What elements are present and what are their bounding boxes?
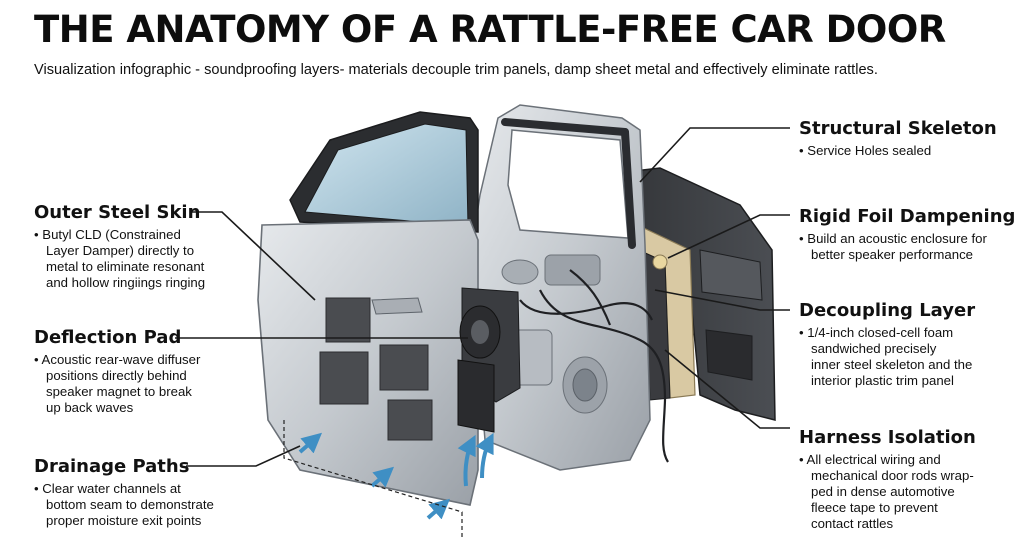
- callout-line: Layer Damper) directly to: [46, 243, 195, 258]
- callout-structural-skeleton: Structural Skeleton • Service Holes seal…: [799, 118, 997, 159]
- callout-line: ped in dense automotive: [811, 484, 955, 499]
- wiring-harness: [519, 269, 669, 463]
- callout-line: and hollow ringiings ringing: [46, 275, 206, 290]
- speaker-assembly: [457, 287, 521, 433]
- callout-heading: Deflection Pad: [34, 327, 182, 348]
- callout-line: • Clear water channels at: [34, 481, 181, 496]
- callout-line: fleece tape to prevent: [811, 500, 938, 515]
- callout-line: inner steel skeleton and the: [811, 357, 973, 372]
- callout-heading: Harness Isolation: [799, 427, 976, 448]
- callout-rigid-foil: Rigid Foil Dampening • Build an acoustic…: [799, 206, 1015, 263]
- callout-line: better speaker performance: [811, 247, 973, 262]
- page-subtitle: Visualization infographic - soundproofin…: [34, 62, 878, 78]
- callout-body: • Clear water channels at bottom seam to…: [34, 481, 214, 529]
- leader-lines: [175, 127, 790, 467]
- callout-body: • 1/4-inch closed-cell foam sandwiched p…: [799, 325, 975, 389]
- callout-line: • Acoustic rear-wave diffuser: [34, 352, 201, 367]
- callout-line: • Service Holes sealed: [799, 143, 932, 158]
- callout-heading: Decoupling Layer: [799, 300, 976, 321]
- callout-line: bottom seam to demonstrate: [46, 497, 214, 512]
- callout-body: • Build an acoustic enclosure for better…: [799, 231, 1015, 263]
- callout-body: • Acoustic rear-wave diffuser positions …: [34, 352, 200, 416]
- callout-line: • Butyl CLD (Constrained: [34, 227, 181, 242]
- callout-body: • All electrical wiring and mechanical d…: [799, 452, 976, 532]
- callout-body: • Service Holes sealed: [799, 143, 997, 159]
- callout-deflection-pad: Deflection Pad • Acoustic rear-wave diff…: [34, 327, 200, 416]
- callout-line: contact rattles: [811, 516, 894, 531]
- callout-line: up back waves: [46, 400, 134, 415]
- callout-line: • Build an acoustic enclosure for: [799, 231, 987, 246]
- callout-line: interior plastic trim panel: [811, 373, 954, 388]
- callout-heading: Drainage Paths: [34, 456, 190, 477]
- callout-line: • 1/4-inch closed-cell foam: [799, 325, 954, 340]
- callout-line: • All electrical wiring and: [799, 452, 941, 467]
- callout-line: sandwiched precisely: [811, 341, 937, 356]
- callout-drainage-paths: Drainage Paths • Clear water channels at…: [34, 456, 214, 529]
- callout-heading: Rigid Foil Dampening: [799, 206, 1016, 227]
- callout-harness-isolation: Harness Isolation • All electrical wirin…: [799, 427, 976, 532]
- inner-steel-skeleton: [469, 104, 668, 471]
- outer-door-skin: [257, 111, 479, 506]
- page-title: THE ANATOMY OF A RATTLE-FREE CAR DOOR: [34, 8, 946, 51]
- callout-line: speaker magnet to break: [46, 384, 192, 399]
- callout-line: metal to eliminate resonant: [46, 259, 205, 274]
- callout-decoupling-layer: Decoupling Layer • 1/4-inch closed-cell …: [799, 300, 975, 389]
- callout-outer-steel-skin: Outer Steel Skin • Butyl CLD (Constraine…: [34, 202, 205, 291]
- callout-heading: Outer Steel Skin: [34, 202, 201, 223]
- callout-line: proper moisture exit points: [46, 513, 202, 528]
- drainage-arrows: [298, 432, 494, 520]
- callout-line: mechanical door rods wrap-: [811, 468, 974, 483]
- callout-body: • Butyl CLD (Constrained Layer Damper) d…: [34, 227, 205, 291]
- callout-heading: Structural Skeleton: [799, 118, 997, 139]
- callout-line: positions directly behind: [46, 368, 187, 383]
